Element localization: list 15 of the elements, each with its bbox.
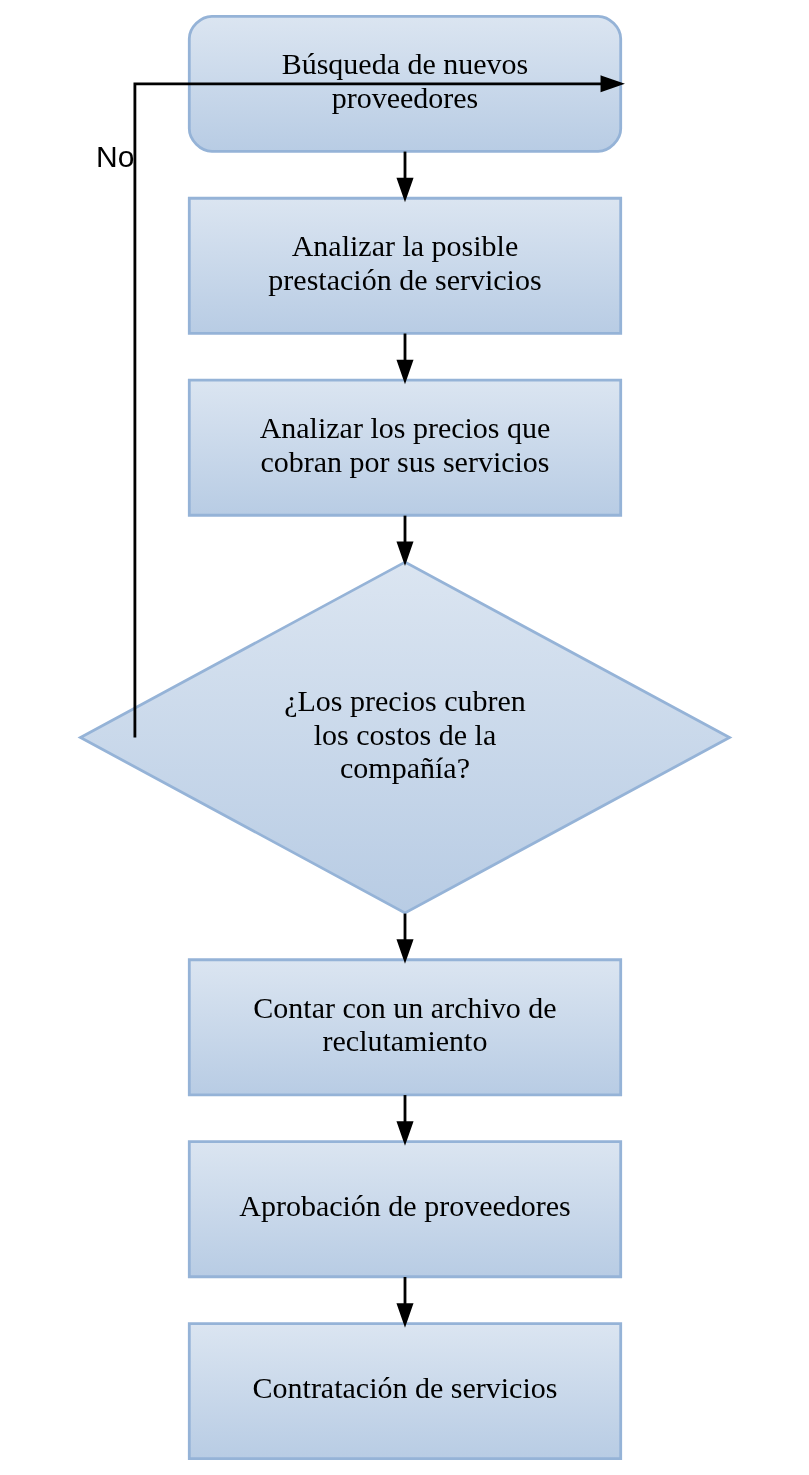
- arrow: [395, 1277, 414, 1328]
- node-diamond: ¿Los precios cubren los costos de la compañía?: [77, 560, 732, 915]
- node-box: Contratación de servicios: [187, 1322, 622, 1461]
- arrow: [395, 333, 414, 385]
- edge-label: No: [95, 140, 134, 174]
- node-box: Analizar la posible prestación de servicios: [187, 196, 622, 335]
- arrow: [133, 75, 625, 738]
- arrow: [395, 515, 414, 566]
- node-box: Contar con un archivo de reclutamiento: [187, 958, 622, 1097]
- node-box: Aprobación de proveedores: [187, 1140, 622, 1279]
- arrow: [395, 151, 414, 203]
- arrow: [395, 913, 414, 964]
- arrow: [395, 1095, 414, 1146]
- node-box: Búsqueda de nuevos proveedores: [187, 14, 622, 153]
- node-box: Analizar los precios que cobran por sus servicios: [187, 378, 622, 517]
